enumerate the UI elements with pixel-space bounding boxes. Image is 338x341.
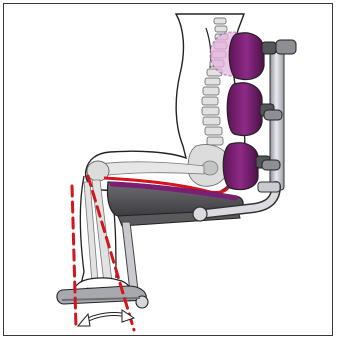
- rotation-arrow-icon: [78, 310, 134, 326]
- backrest-cushion-upper: [229, 33, 296, 80]
- seat-base: [118, 210, 240, 292]
- footrest: [57, 286, 148, 308]
